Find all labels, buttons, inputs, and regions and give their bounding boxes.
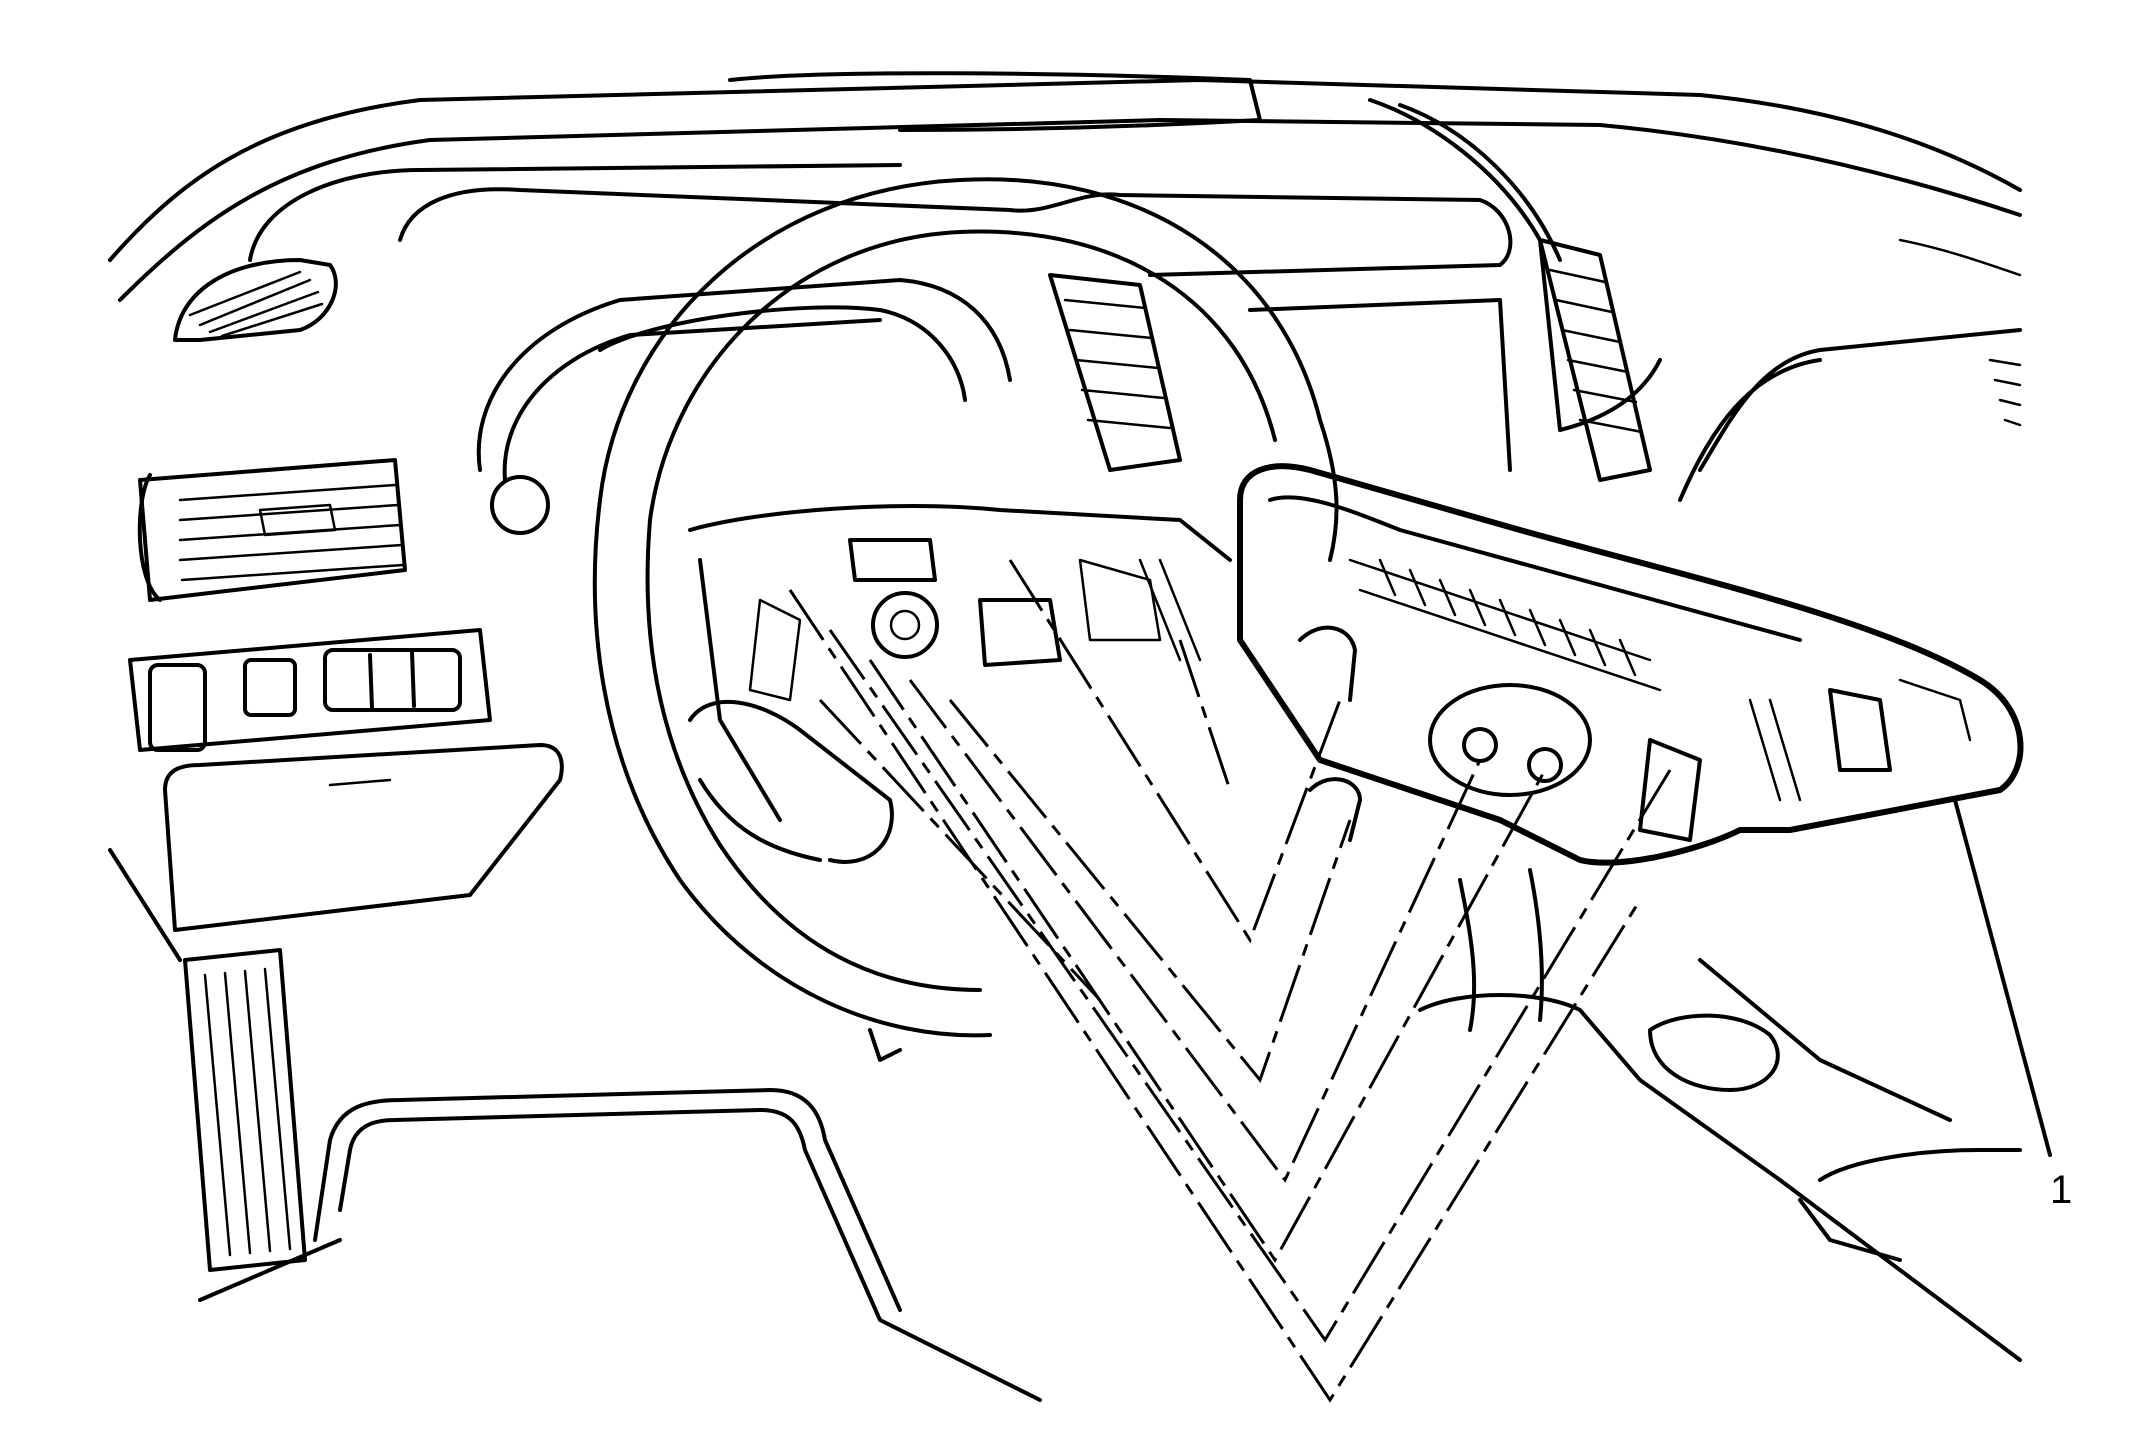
steering-column-hub	[688, 504, 1232, 822]
floor-mat	[198, 1088, 1042, 1402]
side-air-vent	[137, 458, 407, 602]
dashboard-top	[108, 71, 2022, 432]
lower-knee-panel	[108, 743, 564, 962]
airbag-module	[1237, 463, 2024, 866]
centre-air-vents	[1048, 238, 1652, 482]
steering-wheel	[592, 177, 1339, 1062]
left-air-vent	[173, 258, 338, 342]
callout-label-1: 1	[2050, 1168, 2073, 1212]
callout-1-leader	[1953, 798, 2052, 1157]
switch-panel	[128, 628, 492, 752]
instrument-cluster	[476, 278, 1012, 535]
centre-display	[1248, 238, 2022, 502]
centre-console	[1418, 868, 2022, 1362]
accelerator-pedal	[183, 948, 307, 1272]
harness-leader-lines	[788, 559, 1672, 1403]
